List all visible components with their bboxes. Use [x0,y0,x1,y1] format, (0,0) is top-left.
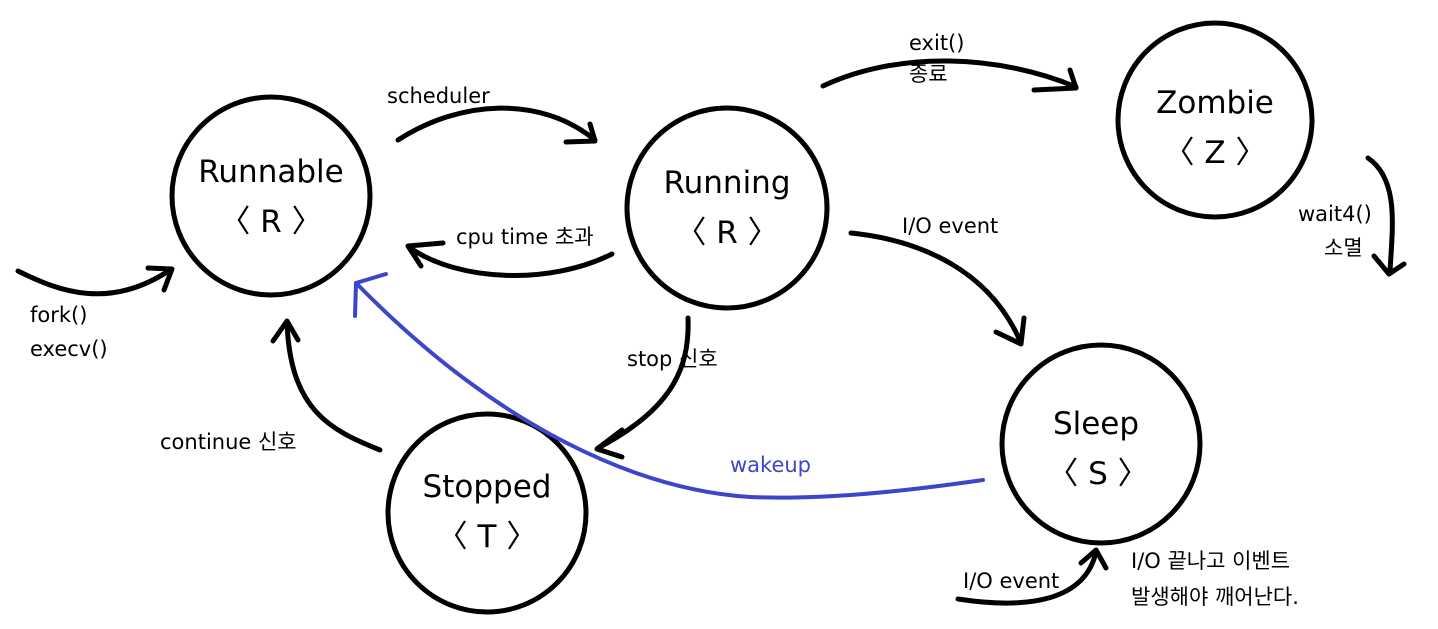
state-sleep: Sleep 〈 S 〉 [999,342,1203,546]
state-zombie-code: 〈 Z 〉 [1164,135,1267,171]
label-io-event-sleep: I/O event [963,569,1059,593]
arrow-fork-to-runnable [15,265,175,297]
state-stopped: Stopped 〈 T 〉 [385,411,589,615]
note-line-2: 발생해야 깨어난다. [1131,585,1299,609]
state-running: Running 〈 R 〉 [624,105,830,311]
state-stopped-code: 〈 T 〉 [437,519,538,555]
arrow-cpu-time [405,240,615,278]
label-wait4: wait4() [1298,202,1372,226]
state-runnable-name: Runnable [198,154,343,190]
arrow-stop-signal [594,315,691,460]
label-exit: exit() [909,31,964,55]
label-execv: execv() [30,337,108,361]
arrow-io-event-wake [955,547,1109,606]
arrow-continue-signal [270,318,383,453]
label-continue-signal: continue 신호 [160,430,297,454]
arrow-wakeup [353,272,985,500]
label-io-event-running: I/O event [902,214,998,238]
state-runnable: Runnable 〈 R 〉 [169,94,373,298]
label-wait4-ko: 소멸 [1324,236,1363,260]
label-scheduler: scheduler [387,84,490,108]
state-zombie: Zombie 〈 Z 〉 [1115,20,1315,220]
arrow-exit [820,58,1079,93]
state-sleep-code: 〈 S 〉 [1047,456,1148,492]
label-cpu-time: cpu time 초과 [456,225,594,249]
state-running-name: Running [663,165,790,201]
note-line-1: I/O 끝나고 이벤트 [1131,549,1290,573]
label-fork: fork() [30,303,87,327]
state-running-code: 〈 R 〉 [675,215,778,251]
label-exit-ko: 종료 [909,62,948,86]
label-stop-signal: stop 신호 [627,347,718,371]
state-stopped-name: Stopped [423,469,552,505]
arrow-io-event-to-sleep [848,230,1027,347]
state-zombie-name: Zombie [1156,85,1274,121]
state-sleep-name: Sleep [1053,406,1139,442]
arrow-scheduler [395,105,598,145]
state-runnable-code: 〈 R 〉 [219,204,322,240]
arrow-wait4 [1365,155,1407,277]
label-wakeup: wakeup [730,453,811,477]
